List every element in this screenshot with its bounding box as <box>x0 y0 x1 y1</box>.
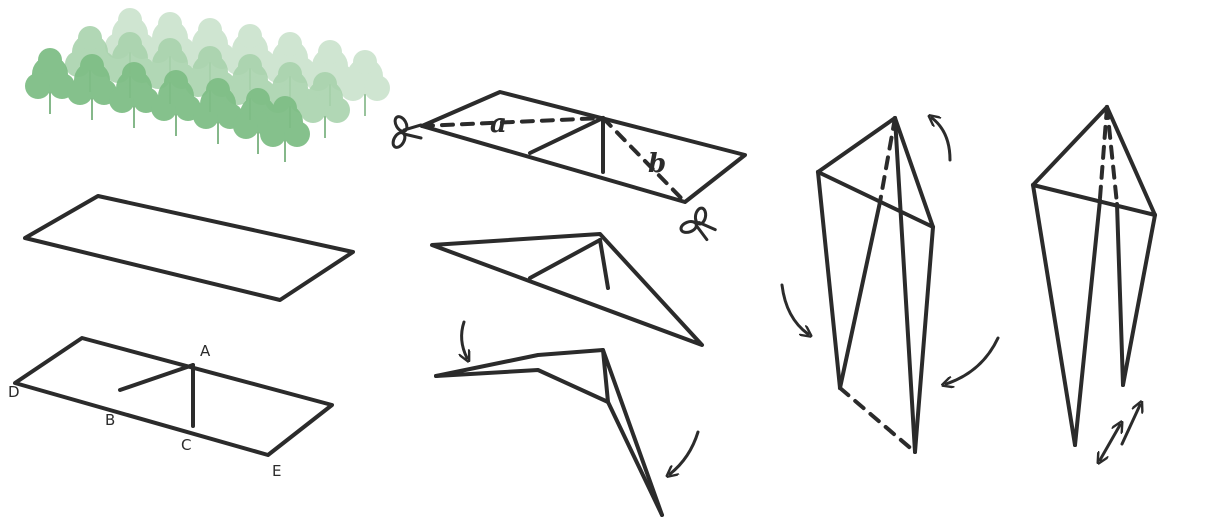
curved-arrow-icon <box>932 118 952 162</box>
scissors-icon <box>679 206 717 242</box>
curved-arrow-icon <box>670 430 700 474</box>
label-c: C <box>181 436 191 454</box>
pyramid-forming <box>816 116 935 454</box>
scissors-icon <box>391 115 423 149</box>
cut-triangle <box>430 232 704 347</box>
label-e: E <box>272 462 281 480</box>
double-arrow-icon <box>1100 405 1140 460</box>
finished-pyramid <box>1031 105 1157 447</box>
curved-arrow-icon <box>462 320 467 358</box>
curved-arrow-icon <box>780 283 808 334</box>
fold-mark-first: a <box>490 109 507 139</box>
paper-rectangle <box>23 194 355 302</box>
label-a: A <box>200 342 211 360</box>
fold-mark-second: b <box>648 149 666 179</box>
marked-rectangle <box>13 336 334 457</box>
folding-triangle <box>434 348 664 517</box>
label-d: D <box>8 383 20 401</box>
label-b: B <box>105 411 115 429</box>
cut-diagram <box>420 90 747 204</box>
tree-cluster-icon <box>24 7 391 163</box>
curved-arrow-icon <box>946 336 1000 384</box>
